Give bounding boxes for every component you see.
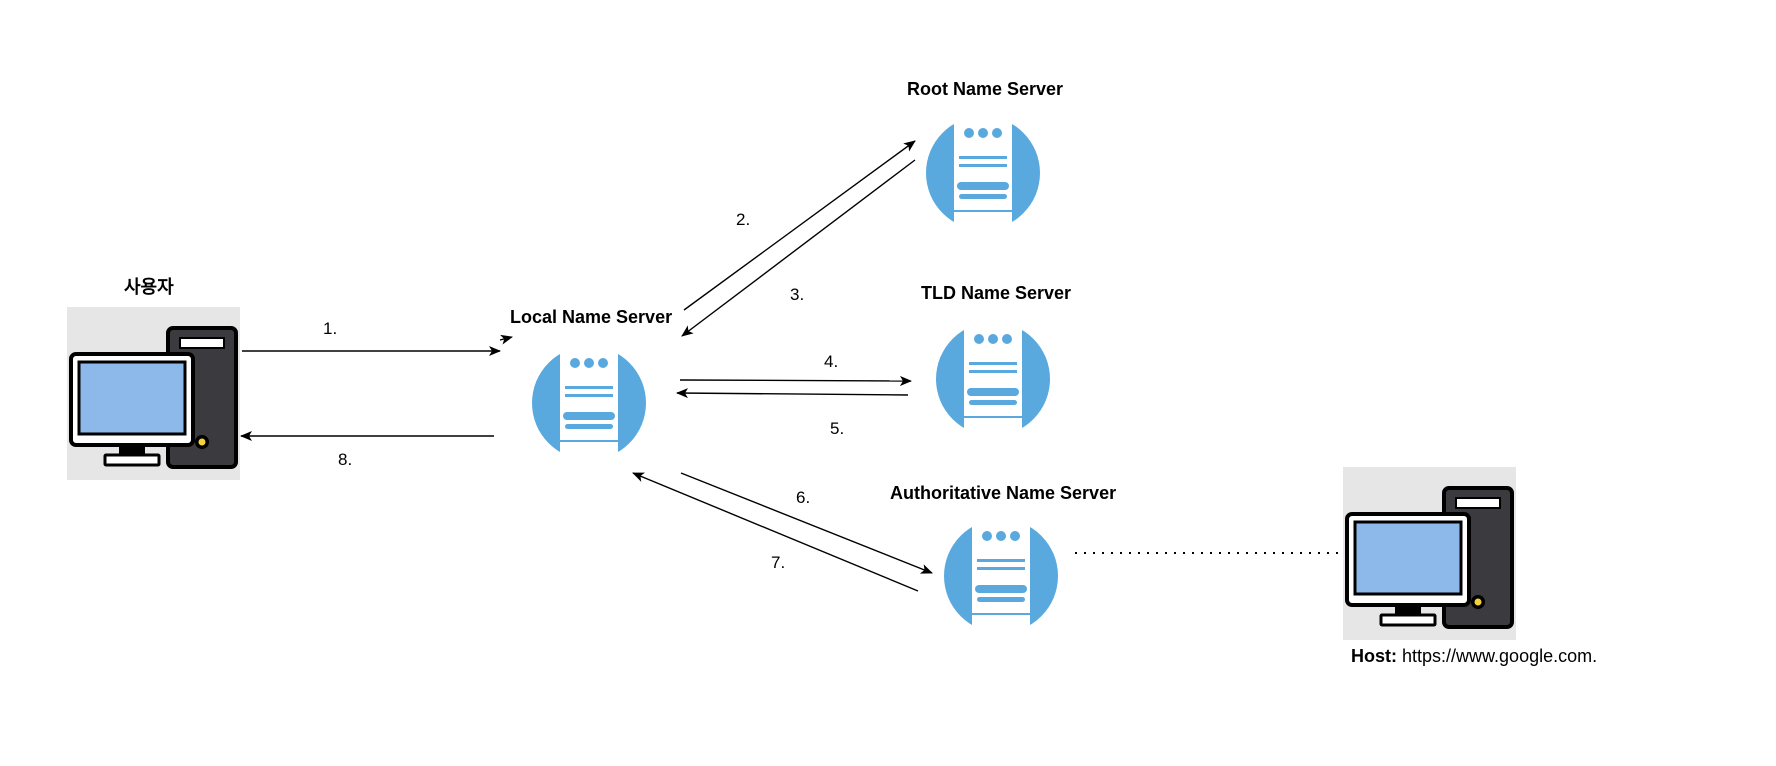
host-computer-icon	[1341, 465, 1518, 642]
arrow-step-6	[680, 472, 933, 574]
step-label-1: 1.	[323, 319, 338, 338]
arrow-step-4	[679, 375, 912, 386]
auth-server-icon	[944, 519, 1058, 633]
arrow-step-3	[681, 159, 916, 337]
host-caption-prefix: Host:	[1351, 646, 1397, 666]
tld-server-label: TLD Name Server	[921, 283, 1072, 303]
arrow-step-1-tick	[499, 334, 513, 345]
user-label: 사용자	[124, 277, 174, 297]
arrow-step-7	[632, 472, 919, 592]
local-server-icon	[532, 346, 646, 460]
step-label-4: 4.	[824, 352, 839, 371]
step-label-3: 3.	[790, 285, 805, 304]
step-label-7: 7.	[771, 553, 786, 572]
step-label-2: 2.	[736, 210, 751, 229]
step-label-6: 6.	[796, 488, 811, 507]
step-label-5: 5.	[830, 419, 845, 438]
step-label-8: 8.	[338, 450, 353, 469]
user-computer-icon	[65, 305, 242, 482]
auth-server-label: Authoritative Name Server	[890, 483, 1117, 503]
host-caption: Host: https://www.google.com.	[1351, 646, 1597, 667]
arrow-step-2	[683, 140, 916, 311]
tld-server-icon	[936, 322, 1050, 436]
arrow-step-5	[676, 388, 909, 399]
root-server-icon	[926, 116, 1040, 230]
local-server-label: Local Name Server	[510, 307, 673, 327]
host-caption-url: https://www.google.com.	[1402, 646, 1598, 666]
root-server-label: Root Name Server	[907, 79, 1064, 99]
